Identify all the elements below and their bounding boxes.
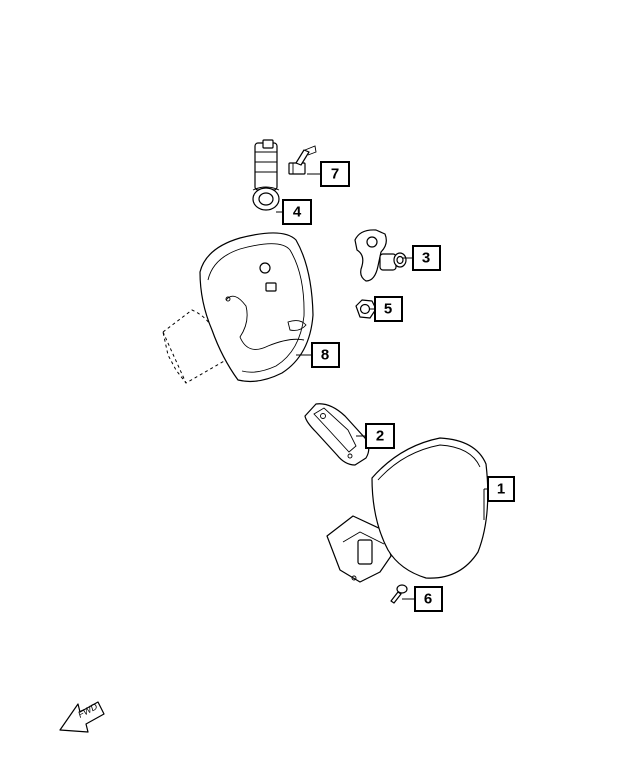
callout-5: 5	[374, 296, 403, 322]
part-5-nut	[355, 299, 377, 319]
callout-1: 1	[487, 476, 515, 502]
part-6-screw	[390, 584, 408, 604]
callout-6-label: 6	[424, 591, 432, 608]
part-3-bracket	[354, 229, 407, 282]
callout-5-label: 5	[384, 301, 392, 318]
part-7-terminal	[288, 145, 317, 175]
callout-2: 2	[365, 423, 395, 449]
callout-7: 7	[320, 161, 350, 187]
callout-8-label: 8	[321, 347, 329, 364]
part-1-fuel-filler-door	[326, 437, 489, 583]
part-8-fuel-filler-housing	[162, 232, 314, 384]
callout-6: 6	[414, 586, 443, 612]
callout-3: 3	[412, 245, 441, 271]
callout-3-label: 3	[422, 250, 430, 267]
callout-4-label: 4	[293, 204, 302, 221]
callout-7-label: 7	[331, 166, 339, 183]
part-2-actuator	[304, 403, 370, 466]
callout-2-label: 2	[376, 428, 384, 445]
callout-4: 4	[282, 199, 312, 225]
part-4-lock-cylinder	[252, 139, 280, 211]
callout-1-label: 1	[497, 481, 505, 498]
callout-8: 8	[311, 342, 340, 368]
forward-arrow-icon: FWD	[59, 701, 105, 733]
